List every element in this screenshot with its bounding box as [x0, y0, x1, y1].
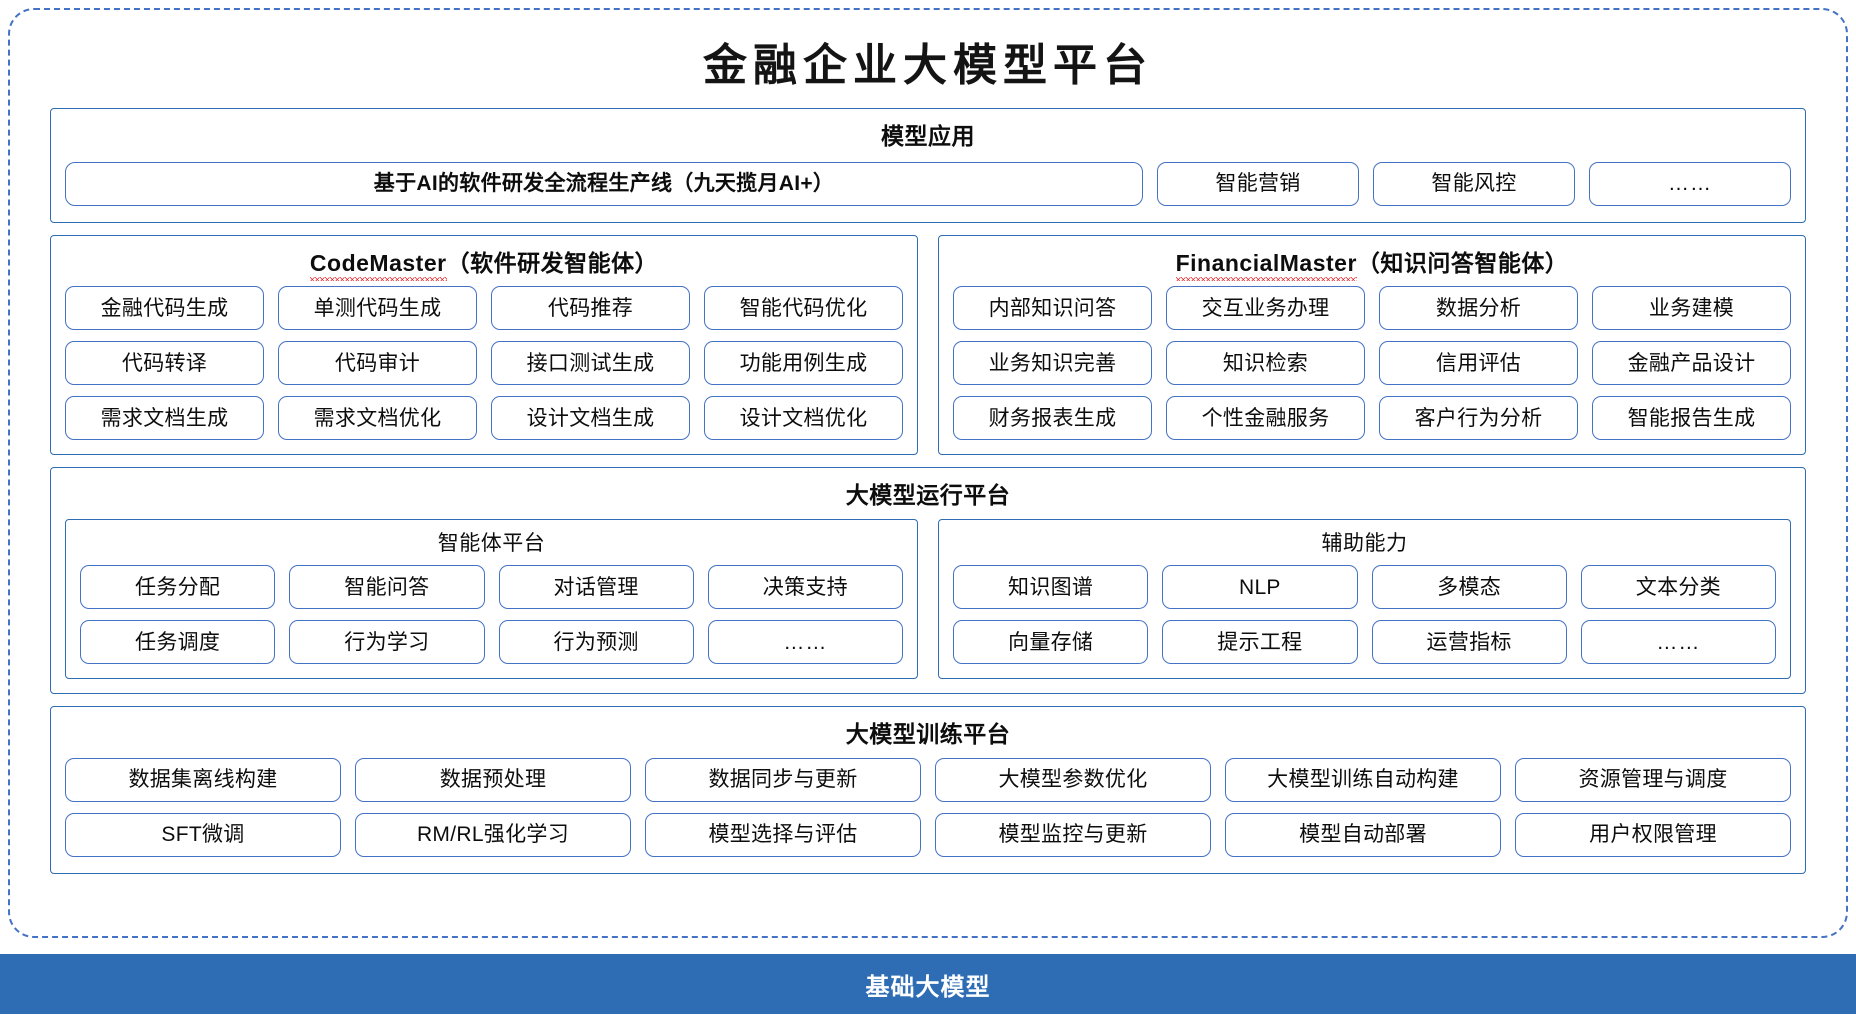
capability-pill[interactable]: 代码转译	[65, 341, 264, 386]
agent-panel-financialmaster: FinancialMaster（知识问答智能体） 内部知识问答 交互业务办理 数…	[938, 234, 1806, 456]
training-pill[interactable]: 大模型参数优化	[935, 757, 1211, 802]
runtime-pill[interactable]: 运营指标	[1371, 620, 1567, 665]
training-pill[interactable]: SFT微调	[65, 812, 341, 857]
agent-name-codemaster: CodeMaster	[309, 249, 447, 276]
agents-section: CodeMaster（软件研发智能体） 金融代码生成 单测代码生成 代码推荐 智…	[50, 234, 1806, 456]
capability-pill[interactable]: 客户行为分析	[1379, 396, 1578, 441]
capability-pill[interactable]: 内部知识问答	[953, 286, 1152, 331]
runtime-subtitle-support-capability: 辅助能力	[1321, 531, 1408, 555]
capability-pill[interactable]: 代码推荐	[491, 286, 690, 331]
capability-pill[interactable]: 数据分析	[1379, 286, 1578, 331]
training-pill[interactable]: 模型选择与评估	[645, 812, 921, 857]
capability-pill[interactable]: 金融产品设计	[1592, 341, 1791, 386]
capability-pill[interactable]: 功能用例生成	[704, 341, 903, 386]
training-platform-panel: 大模型训练平台 数据集离线构建 数据预处理 数据同步与更新 大模型参数优化 大模…	[50, 706, 1806, 874]
capability-pill[interactable]: 单测代码生成	[278, 286, 477, 331]
runtime-pill[interactable]: 决策支持	[707, 565, 903, 610]
capability-pill[interactable]: 智能报告生成	[1592, 396, 1791, 441]
training-pill[interactable]: 资源管理与调度	[1515, 757, 1791, 802]
capability-pill[interactable]: 知识检索	[1166, 341, 1365, 386]
training-pill[interactable]: 模型自动部署	[1225, 812, 1501, 857]
runtime-subpanel-agent-platform: 智能体平台 任务分配 智能问答 对话管理 决策支持 任务调度 行为学习 行为预测…	[65, 518, 918, 680]
capability-pill[interactable]: 代码审计	[278, 341, 477, 386]
base-model-label: 基础大模型	[865, 973, 991, 1001]
runtime-pill[interactable]: 行为学习	[289, 620, 485, 665]
training-platform-title: 大模型训练平台	[845, 721, 1011, 748]
application-pill-marketing[interactable]: 智能营销	[1157, 161, 1359, 206]
runtime-pill[interactable]: 多模态	[1371, 565, 1567, 610]
capability-pill[interactable]: 设计文档优化	[704, 396, 903, 441]
application-pill-pipeline[interactable]: 基于AI的软件研发全流程生产线（九天揽月AI+）	[65, 161, 1143, 206]
training-grid: 数据集离线构建 数据预处理 数据同步与更新 大模型参数优化 大模型训练自动构建 …	[65, 757, 1791, 857]
platform-frame: 金融企业大模型平台 模型应用 基于AI的软件研发全流程生产线（九天揽月AI+） …	[8, 8, 1848, 938]
agent-title-codemaster: CodeMaster（软件研发智能体）	[65, 246, 903, 281]
capability-pill[interactable]: 需求文档优化	[278, 396, 477, 441]
runtime-grid-agent-platform: 任务分配 智能问答 对话管理 决策支持 任务调度 行为学习 行为预测 ……	[80, 565, 903, 665]
runtime-subpanel-support-capability: 辅助能力 知识图谱 NLP 多模态 文本分类 向量存储 提示工程 运营指标 ……	[938, 518, 1791, 680]
agent-name-financialmaster: FinancialMaster	[1175, 249, 1357, 276]
applications-row: 基于AI的软件研发全流程生产线（九天揽月AI+） 智能营销 智能风控 ……	[65, 161, 1791, 206]
agent-panel-codemaster: CodeMaster（软件研发智能体） 金融代码生成 单测代码生成 代码推荐 智…	[50, 234, 918, 456]
runtime-pill-more[interactable]: ……	[707, 620, 903, 665]
application-pill-more[interactable]: ……	[1589, 161, 1791, 206]
training-pill[interactable]: RM/RL强化学习	[355, 812, 631, 857]
application-pill-risk[interactable]: 智能风控	[1373, 161, 1575, 206]
runtime-pill[interactable]: 向量存储	[953, 620, 1149, 665]
runtime-pill[interactable]: 文本分类	[1580, 565, 1776, 610]
runtime-pill[interactable]: 对话管理	[498, 565, 694, 610]
runtime-pill[interactable]: 智能问答	[289, 565, 485, 610]
runtime-pill[interactable]: 知识图谱	[953, 565, 1149, 610]
capability-pill[interactable]: 业务知识完善	[953, 341, 1152, 386]
capability-pill[interactable]: 业务建模	[1592, 286, 1791, 331]
runtime-pill[interactable]: NLP	[1162, 565, 1358, 610]
runtime-platform-title: 大模型运行平台	[845, 482, 1011, 509]
agent-title-financialmaster: FinancialMaster（知识问答智能体）	[953, 246, 1791, 281]
agent-grid-financialmaster: 内部知识问答 交互业务办理 数据分析 业务建模 业务知识完善 知识检索 信用评估…	[953, 286, 1791, 441]
capability-pill[interactable]: 财务报表生成	[953, 396, 1152, 441]
agent-subtitle-codemaster: （软件研发智能体）	[446, 249, 659, 276]
training-pill[interactable]: 模型监控与更新	[935, 812, 1211, 857]
training-pill[interactable]: 数据集离线构建	[65, 757, 341, 802]
capability-pill[interactable]: 需求文档生成	[65, 396, 264, 441]
capability-pill[interactable]: 交互业务办理	[1166, 286, 1365, 331]
runtime-pill[interactable]: 任务分配	[80, 565, 276, 610]
runtime-platform-panel: 大模型运行平台 智能体平台 任务分配 智能问答 对话管理 决策支持 任务调度 行…	[50, 467, 1806, 695]
training-pill[interactable]: 用户权限管理	[1515, 812, 1791, 857]
applications-title: 模型应用	[881, 123, 975, 150]
training-pill[interactable]: 大模型训练自动构建	[1225, 757, 1501, 802]
runtime-pill[interactable]: 提示工程	[1162, 620, 1358, 665]
applications-panel: 模型应用 基于AI的软件研发全流程生产线（九天揽月AI+） 智能营销 智能风控 …	[50, 108, 1806, 223]
capability-pill[interactable]: 金融代码生成	[65, 286, 264, 331]
capability-pill[interactable]: 信用评估	[1379, 341, 1578, 386]
page-title: 金融企业大模型平台	[703, 41, 1153, 90]
runtime-pill[interactable]: 任务调度	[80, 620, 276, 665]
training-pill[interactable]: 数据预处理	[355, 757, 631, 802]
runtime-pill[interactable]: 行为预测	[498, 620, 694, 665]
capability-pill[interactable]: 接口测试生成	[491, 341, 690, 386]
base-model-bar: 基础大模型	[0, 954, 1856, 1014]
runtime-grid-support-capability: 知识图谱 NLP 多模态 文本分类 向量存储 提示工程 运营指标 ……	[953, 565, 1776, 665]
runtime-pill-more[interactable]: ……	[1580, 620, 1776, 665]
agent-subtitle-financialmaster: （知识问答智能体）	[1356, 249, 1569, 276]
runtime-columns: 智能体平台 任务分配 智能问答 对话管理 决策支持 任务调度 行为学习 行为预测…	[65, 518, 1791, 680]
runtime-subtitle-agent-platform: 智能体平台	[437, 531, 546, 555]
training-pill[interactable]: 数据同步与更新	[645, 757, 921, 802]
capability-pill[interactable]: 设计文档生成	[491, 396, 690, 441]
capability-pill[interactable]: 智能代码优化	[704, 286, 903, 331]
agent-grid-codemaster: 金融代码生成 单测代码生成 代码推荐 智能代码优化 代码转译 代码审计 接口测试…	[65, 286, 903, 441]
capability-pill[interactable]: 个性金融服务	[1166, 396, 1365, 441]
